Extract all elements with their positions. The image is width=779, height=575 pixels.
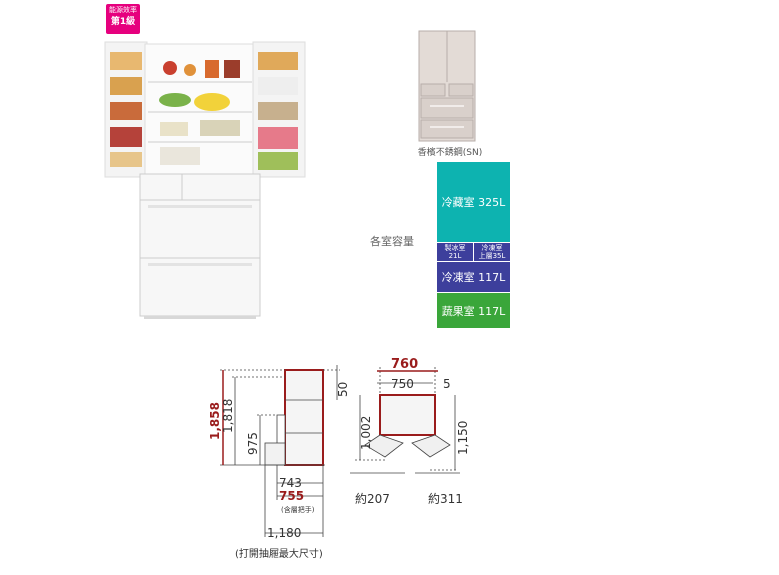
- upper-freezer-value: 上層35L: [478, 252, 506, 260]
- badge-line2: 第1級: [110, 17, 136, 27]
- side-view-caption: (打開抽屜最大尺寸): [235, 547, 323, 560]
- lower-height-label: 975: [246, 432, 260, 455]
- open-depth-label: 1,150: [456, 421, 470, 455]
- ice-compartment-name: 製冰室: [444, 244, 466, 252]
- left-door-clearance-label: 約207: [355, 491, 390, 506]
- freezer-compartment-box: 冷凍室 117L: [437, 262, 510, 292]
- color-caption: 香檳不銹鋼(SN): [417, 148, 483, 158]
- total-height-label: 1,858: [208, 402, 222, 440]
- capacity-label: 各室容量: [370, 235, 414, 248]
- door-swing-depth-label: 1,002: [359, 416, 373, 450]
- ice-compartment-value: 21L: [448, 252, 462, 260]
- energy-efficiency-badge: 能源效率 第1級: [106, 4, 140, 34]
- total-width-label: 760: [391, 357, 418, 372]
- body-width-label: 750: [391, 377, 414, 391]
- upper-freezer-box: 冷凍室 上層35L: [474, 243, 510, 261]
- dimension-drawings: 1,858 1,818 975 50 743 755 (含層把手) 1,180 …: [208, 357, 470, 560]
- fridge-compartment-box: 冷藏室 325L: [437, 162, 510, 242]
- refrigerator-photo: [104, 41, 306, 319]
- depth-label: 743: [279, 476, 302, 490]
- vegetable-compartment-box: 蔬果室 117L: [437, 293, 510, 328]
- depth-handle-note: (含層把手): [281, 505, 315, 514]
- top-view-diagram: [350, 367, 460, 474]
- ice-compartment-box: 製冰室 21L: [437, 243, 473, 261]
- side-view-diagram: [220, 365, 340, 537]
- right-door-clearance-label: 約311: [428, 491, 463, 506]
- depth-with-handle-label: 755: [279, 489, 304, 503]
- badge-line1: 能源效率: [109, 6, 137, 14]
- drawer-open-depth-label: 1,180: [267, 526, 301, 540]
- upper-freezer-name: 冷凍室: [481, 244, 503, 252]
- refrigerator-thumbnail: [418, 30, 476, 142]
- side-gap-label: 5: [443, 377, 451, 391]
- body-height-label: 1,818: [221, 399, 235, 433]
- top-gap-label: 50: [336, 382, 350, 397]
